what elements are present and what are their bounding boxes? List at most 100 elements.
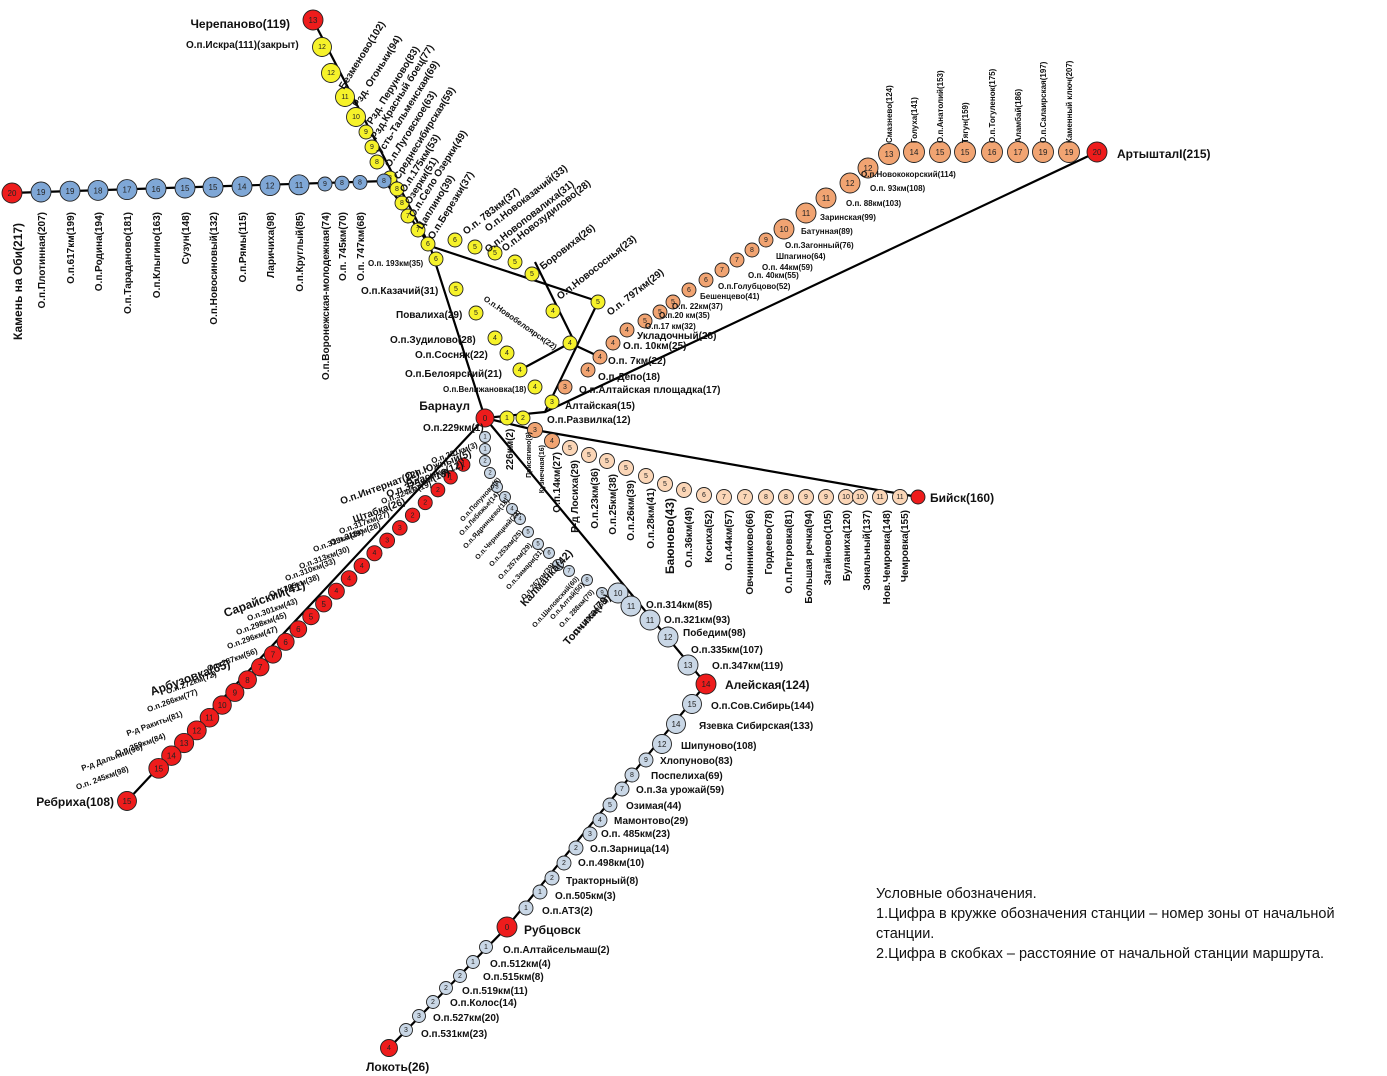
station-label-biysk: Овчинниково(66) <box>745 510 756 595</box>
station-lokot-line: 3 <box>399 1023 413 1037</box>
station-label-artyshta: Батунная(89) <box>801 227 853 236</box>
station-cherepanovo: 13 <box>302 9 324 31</box>
svg-text:13: 13 <box>180 739 189 748</box>
station-rebriha: 4 <box>340 570 358 587</box>
terminal-cherepanovo: Черепаново(119) <box>190 17 290 31</box>
station-south: 1 <box>479 431 491 443</box>
station-artyshta: 4 <box>605 335 621 351</box>
svg-text:9: 9 <box>323 181 327 188</box>
svg-text:13: 13 <box>885 150 894 159</box>
svg-text:15: 15 <box>154 764 163 773</box>
station-rubtsovsk-line: 2 <box>556 855 572 871</box>
svg-text:2: 2 <box>550 875 554 882</box>
station-biysk: 7 <box>737 489 753 505</box>
svg-text:10: 10 <box>842 494 850 501</box>
station-west: 17 <box>116 179 138 201</box>
track-cross-2 <box>534 261 576 344</box>
station-south: 13 <box>677 654 699 676</box>
svg-text:5: 5 <box>671 299 675 306</box>
station-label-artyshta: О.п.20 км(35) <box>659 311 710 320</box>
svg-text:3: 3 <box>398 525 402 532</box>
svg-text:7: 7 <box>406 213 410 220</box>
station-label-biysk: Р-д Лосиха(29) <box>570 460 581 533</box>
svg-text:12: 12 <box>318 44 326 51</box>
station-biysk: 6 <box>676 482 692 498</box>
svg-text:6: 6 <box>283 638 288 647</box>
svg-text:11: 11 <box>205 714 214 723</box>
station-label-rubtsovsk-line: О.п.АТЗ(2) <box>542 906 593 917</box>
station-label-lokot-line: О.п.512км(4) <box>490 959 551 970</box>
station-rubtsovsk-line: 9 <box>638 752 654 768</box>
station-label-artyshta: Заринская(99) <box>820 213 876 222</box>
station-label-artyshta: О.п. 93км(108) <box>870 184 926 193</box>
station-label-east-branch: Боровиха(26) <box>538 223 597 273</box>
station-south: 7 <box>563 565 575 577</box>
svg-text:6: 6 <box>296 625 301 634</box>
svg-text:11: 11 <box>341 94 348 101</box>
station-artyshta: 6 <box>698 272 714 288</box>
svg-text:8: 8 <box>340 180 344 187</box>
station-artyshta: 3 <box>557 379 573 395</box>
station-label-226km: 226км(2) <box>505 429 516 470</box>
station-rubtsovsk-line: 14 <box>666 714 686 734</box>
station-artyshta: 15 <box>954 141 976 163</box>
svg-text:4: 4 <box>373 550 377 557</box>
svg-text:6: 6 <box>704 277 708 284</box>
station-artyshta: 8 <box>744 242 760 258</box>
station-north: 4 <box>512 362 528 378</box>
svg-text:2: 2 <box>483 459 487 465</box>
station-label-biysk: Чемровка(155) <box>900 510 911 582</box>
terminal-barnaul: Барнаул <box>419 399 470 413</box>
station-north: 7 <box>410 222 426 238</box>
svg-text:1: 1 <box>461 462 465 469</box>
station-label-artyshta: Бешенцево(41) <box>700 292 760 301</box>
terminal-kamen: Камень на Оби(217) <box>11 223 25 340</box>
svg-text:8: 8 <box>400 200 404 207</box>
station-south: 8 <box>581 574 593 586</box>
station-north: 9 <box>358 124 374 140</box>
station-north: 10 <box>346 107 366 127</box>
svg-text:4: 4 <box>334 588 338 595</box>
svg-text:5: 5 <box>663 481 667 488</box>
svg-text:15: 15 <box>181 184 190 193</box>
track-biysk <box>484 416 919 499</box>
station-rebriha: 10 <box>212 695 232 715</box>
station-north: 8 <box>369 154 385 170</box>
station-label-rubtsovsk-line: Шипуново(108) <box>681 741 756 752</box>
svg-text:7: 7 <box>722 494 726 501</box>
svg-text:12: 12 <box>266 182 275 191</box>
svg-text:19: 19 <box>1065 148 1074 157</box>
svg-text:1: 1 <box>524 905 528 912</box>
svg-text:2: 2 <box>423 500 427 507</box>
svg-text:4: 4 <box>505 350 509 357</box>
station-rubtsovsk-line: 5 <box>602 797 618 813</box>
svg-text:4: 4 <box>360 563 364 570</box>
station-lokot-line: 2 <box>426 995 440 1009</box>
station-rubtsovsk-line: 1 <box>518 900 534 916</box>
svg-text:2: 2 <box>411 512 415 519</box>
svg-text:18: 18 <box>94 186 103 195</box>
station-label-biysk: Большая речка(94) <box>804 510 815 604</box>
station-label-rubtsovsk-line: Хлопуново(83) <box>660 756 733 767</box>
station-south: 10 <box>607 582 629 604</box>
svg-text:2: 2 <box>444 985 448 992</box>
station-lokot-line: 1 <box>479 940 493 954</box>
svg-text:7: 7 <box>567 569 571 575</box>
track-east-branch <box>429 244 601 304</box>
svg-text:10: 10 <box>614 589 623 598</box>
station-label-rubtsovsk-line: Озимая(44) <box>626 801 681 812</box>
station-rubtsovsk-line: 7 <box>614 781 630 797</box>
svg-text:12: 12 <box>664 633 673 642</box>
svg-text:1: 1 <box>484 944 488 951</box>
svg-text:5: 5 <box>493 250 497 257</box>
svg-text:8: 8 <box>750 247 754 254</box>
svg-text:4: 4 <box>347 576 351 583</box>
svg-text:1: 1 <box>483 447 487 453</box>
station-label-rubtsovsk-line: О.п.505км(3) <box>555 891 616 902</box>
legend-line-1: 1.Цифра в кружке обозначения станции – н… <box>876 906 1335 942</box>
station-north: 12 <box>312 37 332 57</box>
station-biysk: 5 <box>618 460 634 476</box>
station-biysk: 11 <box>872 489 888 505</box>
station-label-biysk: О.п.44км(57) <box>724 510 735 571</box>
